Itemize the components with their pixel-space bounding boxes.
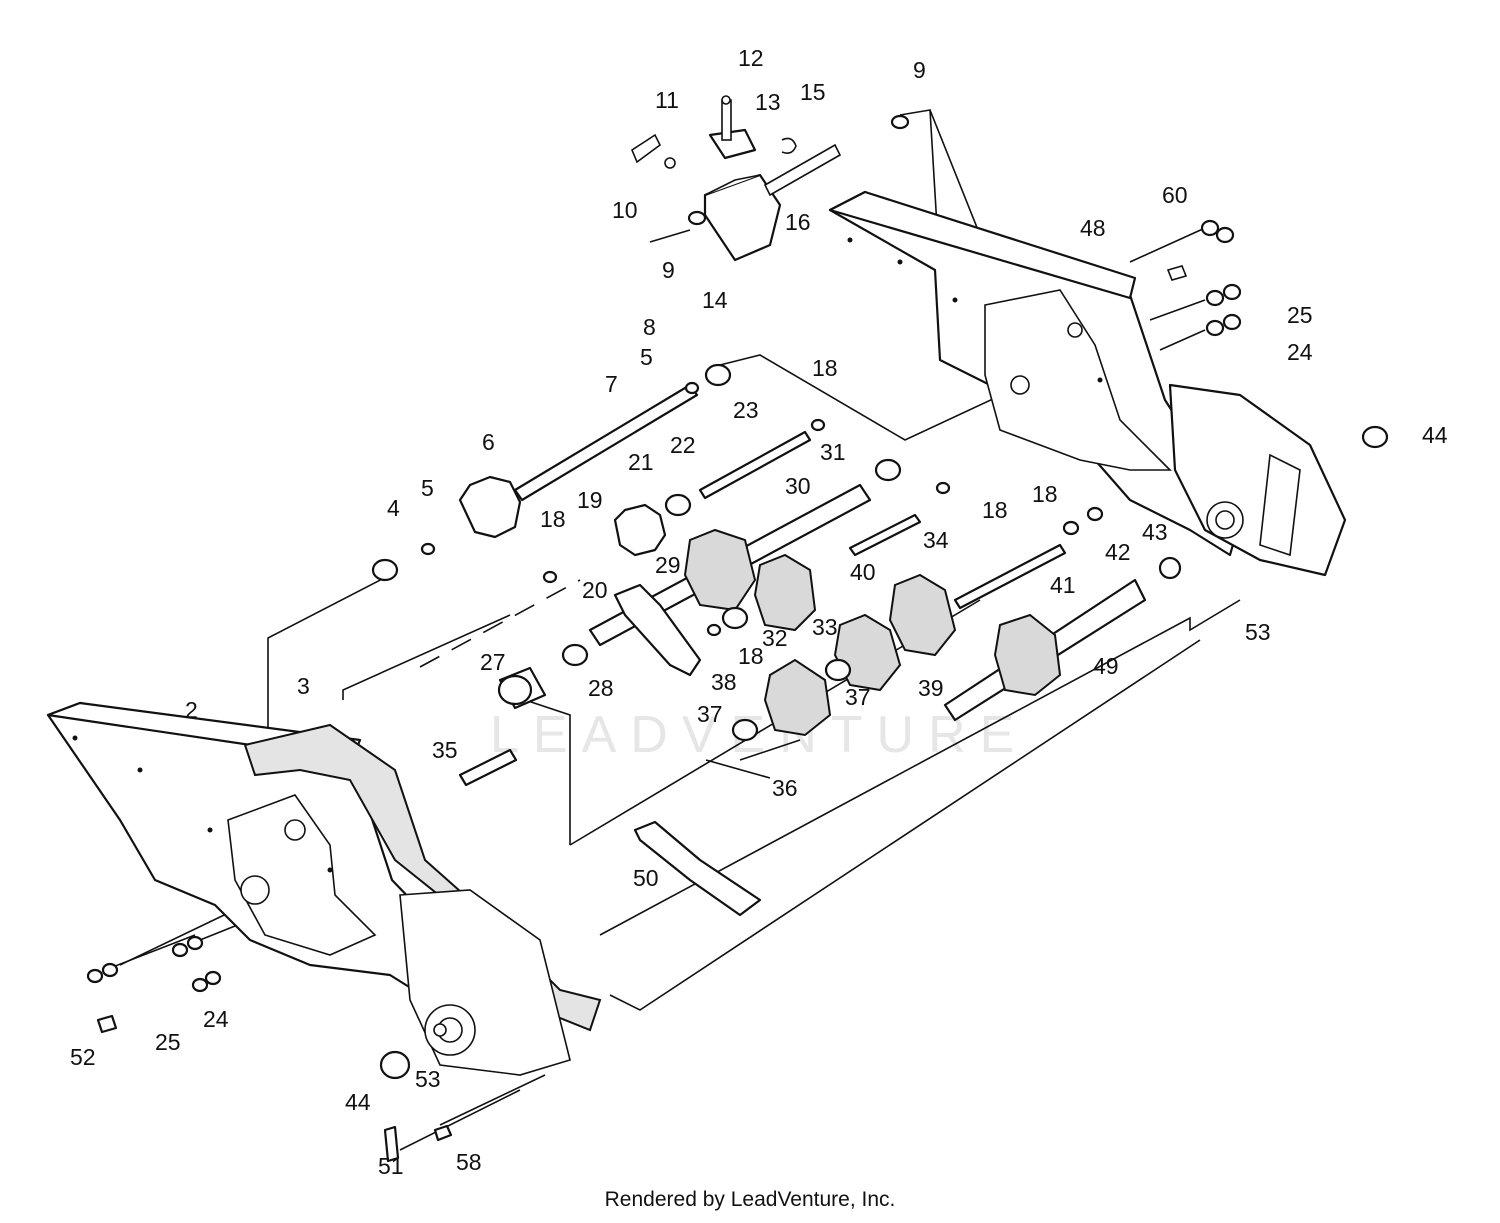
callout-5: 5 xyxy=(421,475,434,501)
callout-51: 51 xyxy=(378,1153,404,1179)
callout-28: 28 xyxy=(588,675,614,701)
callout-50: 50 xyxy=(633,865,659,891)
callout-41: 41 xyxy=(1050,572,1076,598)
frame-crossbar xyxy=(243,723,602,1076)
callout-20: 20 xyxy=(582,577,608,603)
callout-37: 37 xyxy=(697,701,723,727)
callout-24: 24 xyxy=(203,1006,229,1032)
callout-6: 6 xyxy=(482,429,495,455)
callout-37: 37 xyxy=(845,684,871,710)
callout-53: 53 xyxy=(1245,619,1271,645)
callout-48: 48 xyxy=(1080,215,1106,241)
callout-8: 8 xyxy=(643,314,656,340)
callout-18: 18 xyxy=(982,497,1008,523)
callout-40: 40 xyxy=(850,559,876,585)
callout-43: 43 xyxy=(1142,519,1168,545)
detent-assembly xyxy=(631,95,910,262)
callout-23: 23 xyxy=(733,397,759,423)
callout-25: 25 xyxy=(1287,302,1313,328)
callout-18: 18 xyxy=(540,506,566,532)
callout-52: 52 xyxy=(70,1044,96,1070)
callout-4: 4 xyxy=(387,495,400,521)
gears-bearings xyxy=(86,363,1389,1163)
callout-2: 2 xyxy=(185,697,198,723)
callout-11: 11 xyxy=(655,87,679,113)
callout-39: 39 xyxy=(918,675,944,701)
callout-42: 42 xyxy=(1105,539,1131,565)
callout-19: 19 xyxy=(577,487,603,513)
callout-36: 36 xyxy=(772,775,798,801)
callout-labels: 12 11 13 15 9 10 16 9 14 60 48 25 24 8 5… xyxy=(70,45,1448,1179)
callout-9: 9 xyxy=(662,257,675,283)
callout-27: 27 xyxy=(480,649,506,675)
callout-49: 49 xyxy=(1093,653,1119,679)
callout-7: 7 xyxy=(605,371,618,397)
callout-18: 18 xyxy=(812,355,838,381)
right-frame-plate xyxy=(828,190,1347,577)
callout-18: 18 xyxy=(1032,481,1058,507)
chains xyxy=(613,583,762,917)
callout-31: 31 xyxy=(820,439,846,465)
callout-3: 3 xyxy=(297,673,310,699)
callout-16: 16 xyxy=(785,209,811,235)
callout-35: 35 xyxy=(432,737,458,763)
callout-53: 53 xyxy=(415,1066,441,1092)
callout-21: 21 xyxy=(628,449,654,475)
callout-29: 29 xyxy=(655,552,681,578)
callout-32: 32 xyxy=(762,625,788,651)
callout-18: 18 xyxy=(738,643,764,669)
hardware-right xyxy=(1166,219,1242,337)
callout-12: 12 xyxy=(738,45,764,71)
callout-30: 30 xyxy=(785,473,811,499)
callout-15: 15 xyxy=(800,79,826,105)
callout-44: 44 xyxy=(1422,422,1448,448)
callout-9: 9 xyxy=(913,57,926,83)
callout-22: 22 xyxy=(670,432,696,458)
callout-44: 44 xyxy=(345,1089,371,1115)
callout-13: 13 xyxy=(755,89,781,115)
callout-10: 10 xyxy=(612,197,638,223)
callout-25: 25 xyxy=(155,1029,181,1055)
render-credit: Rendered by LeadVenture, Inc. xyxy=(604,1188,896,1211)
callout-14: 14 xyxy=(702,287,728,313)
callout-24: 24 xyxy=(1287,339,1313,365)
callout-34: 34 xyxy=(923,527,949,553)
callout-33: 33 xyxy=(812,614,838,640)
callout-58: 58 xyxy=(456,1149,482,1175)
callout-60: 60 xyxy=(1162,182,1188,208)
callout-38: 38 xyxy=(711,669,737,695)
callout-5: 5 xyxy=(640,344,653,370)
